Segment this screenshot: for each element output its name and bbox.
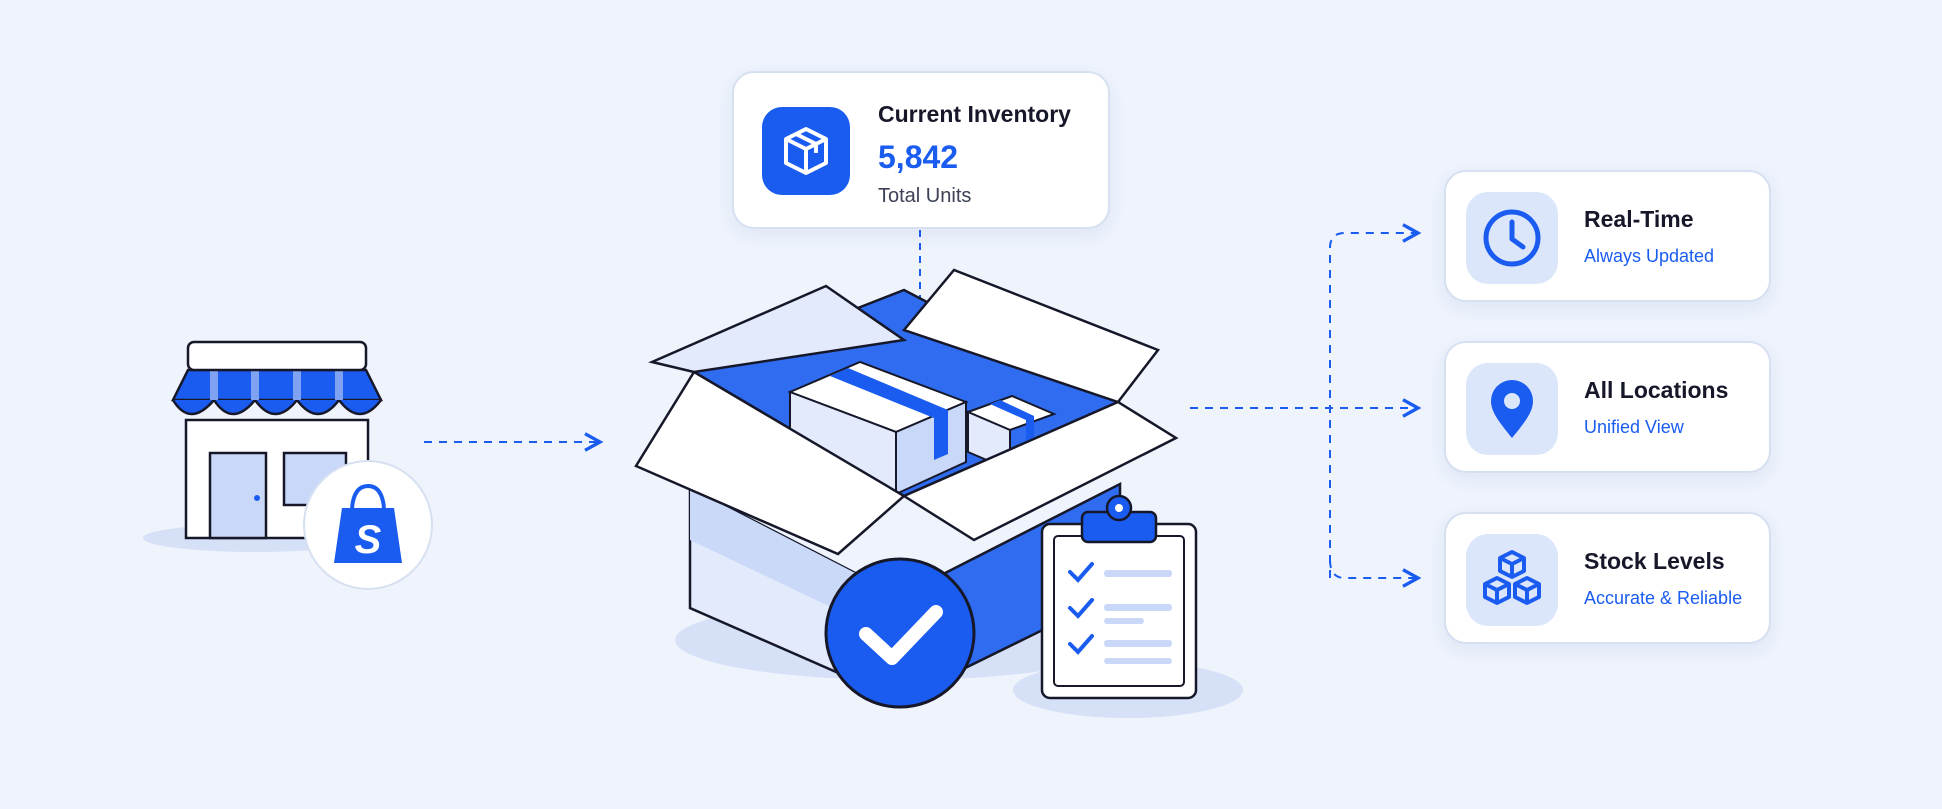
inventory-value: 5,842 bbox=[878, 139, 959, 175]
package-box-icon bbox=[762, 107, 850, 195]
feature-card-real-time: Real-Time Always Updated bbox=[1444, 170, 1771, 302]
feature-card-stock-levels: Stock Levels Accurate & Reliable bbox=[1444, 512, 1771, 644]
feature-title: Real-Time bbox=[1584, 206, 1694, 232]
shopify-bag-icon: S bbox=[303, 460, 433, 590]
feature-card-all-locations: All Locations Unified View bbox=[1444, 341, 1771, 473]
feature-title: All Locations bbox=[1584, 377, 1729, 403]
feature-title: Stock Levels bbox=[1584, 548, 1725, 574]
stacked-cubes-icon bbox=[1466, 534, 1558, 626]
feature-subtitle: Always Updated bbox=[1584, 246, 1715, 266]
shopify-badge-letter: S bbox=[355, 518, 382, 562]
connector-box-to-features bbox=[1190, 233, 1418, 578]
inventory-subtitle: Total Units bbox=[878, 185, 972, 207]
inventory-title: Current Inventory bbox=[878, 101, 1071, 127]
feature-subtitle: Unified View bbox=[1584, 417, 1684, 437]
clipboard-checklist-icon bbox=[1013, 494, 1243, 718]
clock-icon bbox=[1466, 192, 1558, 284]
checkmark-icon bbox=[859, 605, 943, 665]
current-inventory-card: Current Inventory 5,842 Total Units bbox=[732, 71, 1110, 229]
location-pin-icon bbox=[1466, 363, 1558, 455]
feature-subtitle: Accurate & Reliable bbox=[1584, 588, 1743, 608]
